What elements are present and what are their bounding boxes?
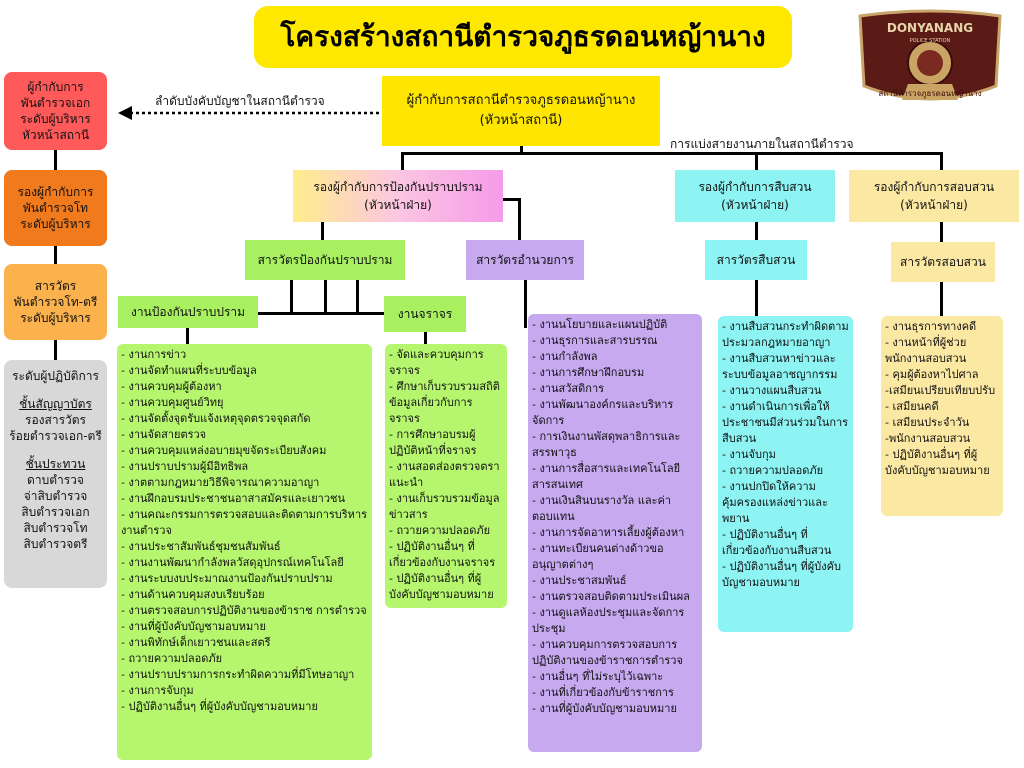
tree-line [755, 280, 758, 316]
unit-prevention-box: งานป้องกันปราบปราม [118, 296, 258, 328]
inspector-inquiry-box: สารวัตรสอบสวน [891, 242, 995, 282]
deputy-investigation-title: รองผู้กำกับการสืบสวน [698, 180, 812, 194]
inspector-investigation-box: สารวัตรสืบสวน [705, 240, 807, 280]
list-prevention-duties: - งานการข่าว - งานจัดทำแผนที่ระบบข้อมูล … [117, 344, 372, 760]
tree-line [424, 332, 427, 344]
command-chain-arrow [118, 104, 382, 120]
legend-commissioned-ranks: รองสารวัตร ร้อยตำรวจเอก-ตรี [9, 413, 102, 443]
station-logo: DONYANANG POLICE STATION สถานีตำรวจภูธรด… [846, 8, 1014, 112]
tree-line [755, 152, 758, 170]
page-title-banner: โครงสร้างสถานีตำรวจภูธรดอนหญ้านาง [254, 6, 792, 68]
deputy-prevention-title: รองผู้กำกับการป้องกันปราบปราม [313, 180, 483, 194]
division-label: การแบ่งสายงานภายในสถานีตำรวจ [670, 137, 854, 151]
station-head-box: ผู้กำกับการสถานีตำรวจภูธรดอนหญ้านาง (หัว… [382, 76, 660, 146]
tree-line [503, 198, 521, 201]
legend-operator-heading: ระดับผู้ปฏิบัติการ [12, 369, 99, 383]
legend-level-superintendent: ผู้กำกับการ พันตำรวจเอก ระดับผู้บริหาร ห… [4, 72, 107, 150]
tree-line [518, 198, 521, 240]
unit-traffic-box: งานจราจร [384, 296, 466, 332]
legend-noncommissioned-heading: ชั้นประทวน [25, 457, 86, 471]
legend-level-operator: ระดับผู้ปฏิบัติการ ชั้นสัญญาบัตร รองสารว… [4, 360, 107, 588]
tree-line [401, 152, 404, 170]
tree-line [940, 152, 943, 170]
deputy-investigation-role: (หัวหน้าฝ่าย) [721, 198, 789, 212]
legend-connector [54, 150, 57, 170]
logo-text-name: DONYANANG [887, 21, 973, 35]
logo-ribbon-text: สถานีตำรวจภูธรดอนหญ้านาง [878, 89, 981, 99]
deputy-inquiry-box: รองผู้กำกับการสอบสวน (หัวหน้าฝ่าย) [849, 170, 1019, 222]
tree-line [290, 280, 293, 314]
list-inquiry-duties: - งานธุรการทางคดี - งานหน้าที่ผู้ช่วยพนั… [881, 316, 1003, 516]
tree-line [258, 312, 426, 315]
list-traffic-duties: - จัดและควบคุมการจราจร - ศึกษาเก็บรวบรวม… [385, 344, 507, 608]
tree-line [356, 280, 359, 314]
deputy-prevention-box: รองผู้กำกับการป้องกันปราบปราม (หัวหน้าฝ่… [293, 170, 503, 222]
logo-text-sub: POLICE STATION [910, 38, 951, 44]
legend-commissioned-heading: ชั้นสัญญาบัตร [19, 397, 92, 411]
page-title: โครงสร้างสถานีตำรวจภูธรดอนหญ้านาง [280, 20, 766, 53]
legend-connector [54, 340, 57, 360]
tree-line [324, 280, 327, 314]
legend-level-inspector: สารวัตร พันตำรวจโท-ตรี ระดับผู้บริหาร [4, 264, 107, 340]
station-head-title: ผู้กำกับการสถานีตำรวจภูธรดอนหญ้านาง [406, 93, 636, 108]
inspector-admin-box: สารวัตรอำนวยการ [466, 240, 584, 280]
deputy-investigation-box: รองผู้กำกับการสืบสวน (หัวหน้าฝ่าย) [675, 170, 835, 222]
list-admin-duties: - งานนโยบายและแผนปฏิบัติ - งานธุรการและส… [528, 314, 702, 752]
tree-line [755, 222, 758, 240]
deputy-inquiry-title: รองผู้กำกับการสอบสวน [873, 180, 995, 194]
tree-line [186, 328, 189, 344]
deputy-prevention-role: (หัวหน้าฝ่าย) [364, 198, 432, 212]
command-chain-label: ลำดับบังคับบัญชาในสถานีตำรวจ [155, 94, 325, 108]
legend-noncommissioned-ranks: ดาบตำรวจ จ่าสิบตำรวจ สิบตำรวจเอก สิบตำรว… [21, 473, 90, 551]
legend-level-deputy: รองผู้กำกับการ พันตำรวจโท ระดับผู้บริหาร [4, 170, 107, 246]
tree-line [321, 222, 324, 240]
legend-connector [54, 246, 57, 264]
deputy-inquiry-role: (หัวหน้าฝ่าย) [900, 198, 968, 212]
list-investigation-duties: - งานสืบสวนกระทำผิดตามประมวลกฎหมายอาญา -… [718, 316, 853, 632]
inspector-prevention-box: สารวัตรป้องกันปราบปราม [245, 240, 405, 280]
tree-line [940, 222, 943, 242]
tree-line [520, 146, 523, 154]
station-head-role: (หัวหน้าสถานี) [479, 113, 563, 128]
tree-line [524, 280, 527, 328]
tree-line [401, 152, 943, 155]
tree-line [940, 282, 943, 316]
